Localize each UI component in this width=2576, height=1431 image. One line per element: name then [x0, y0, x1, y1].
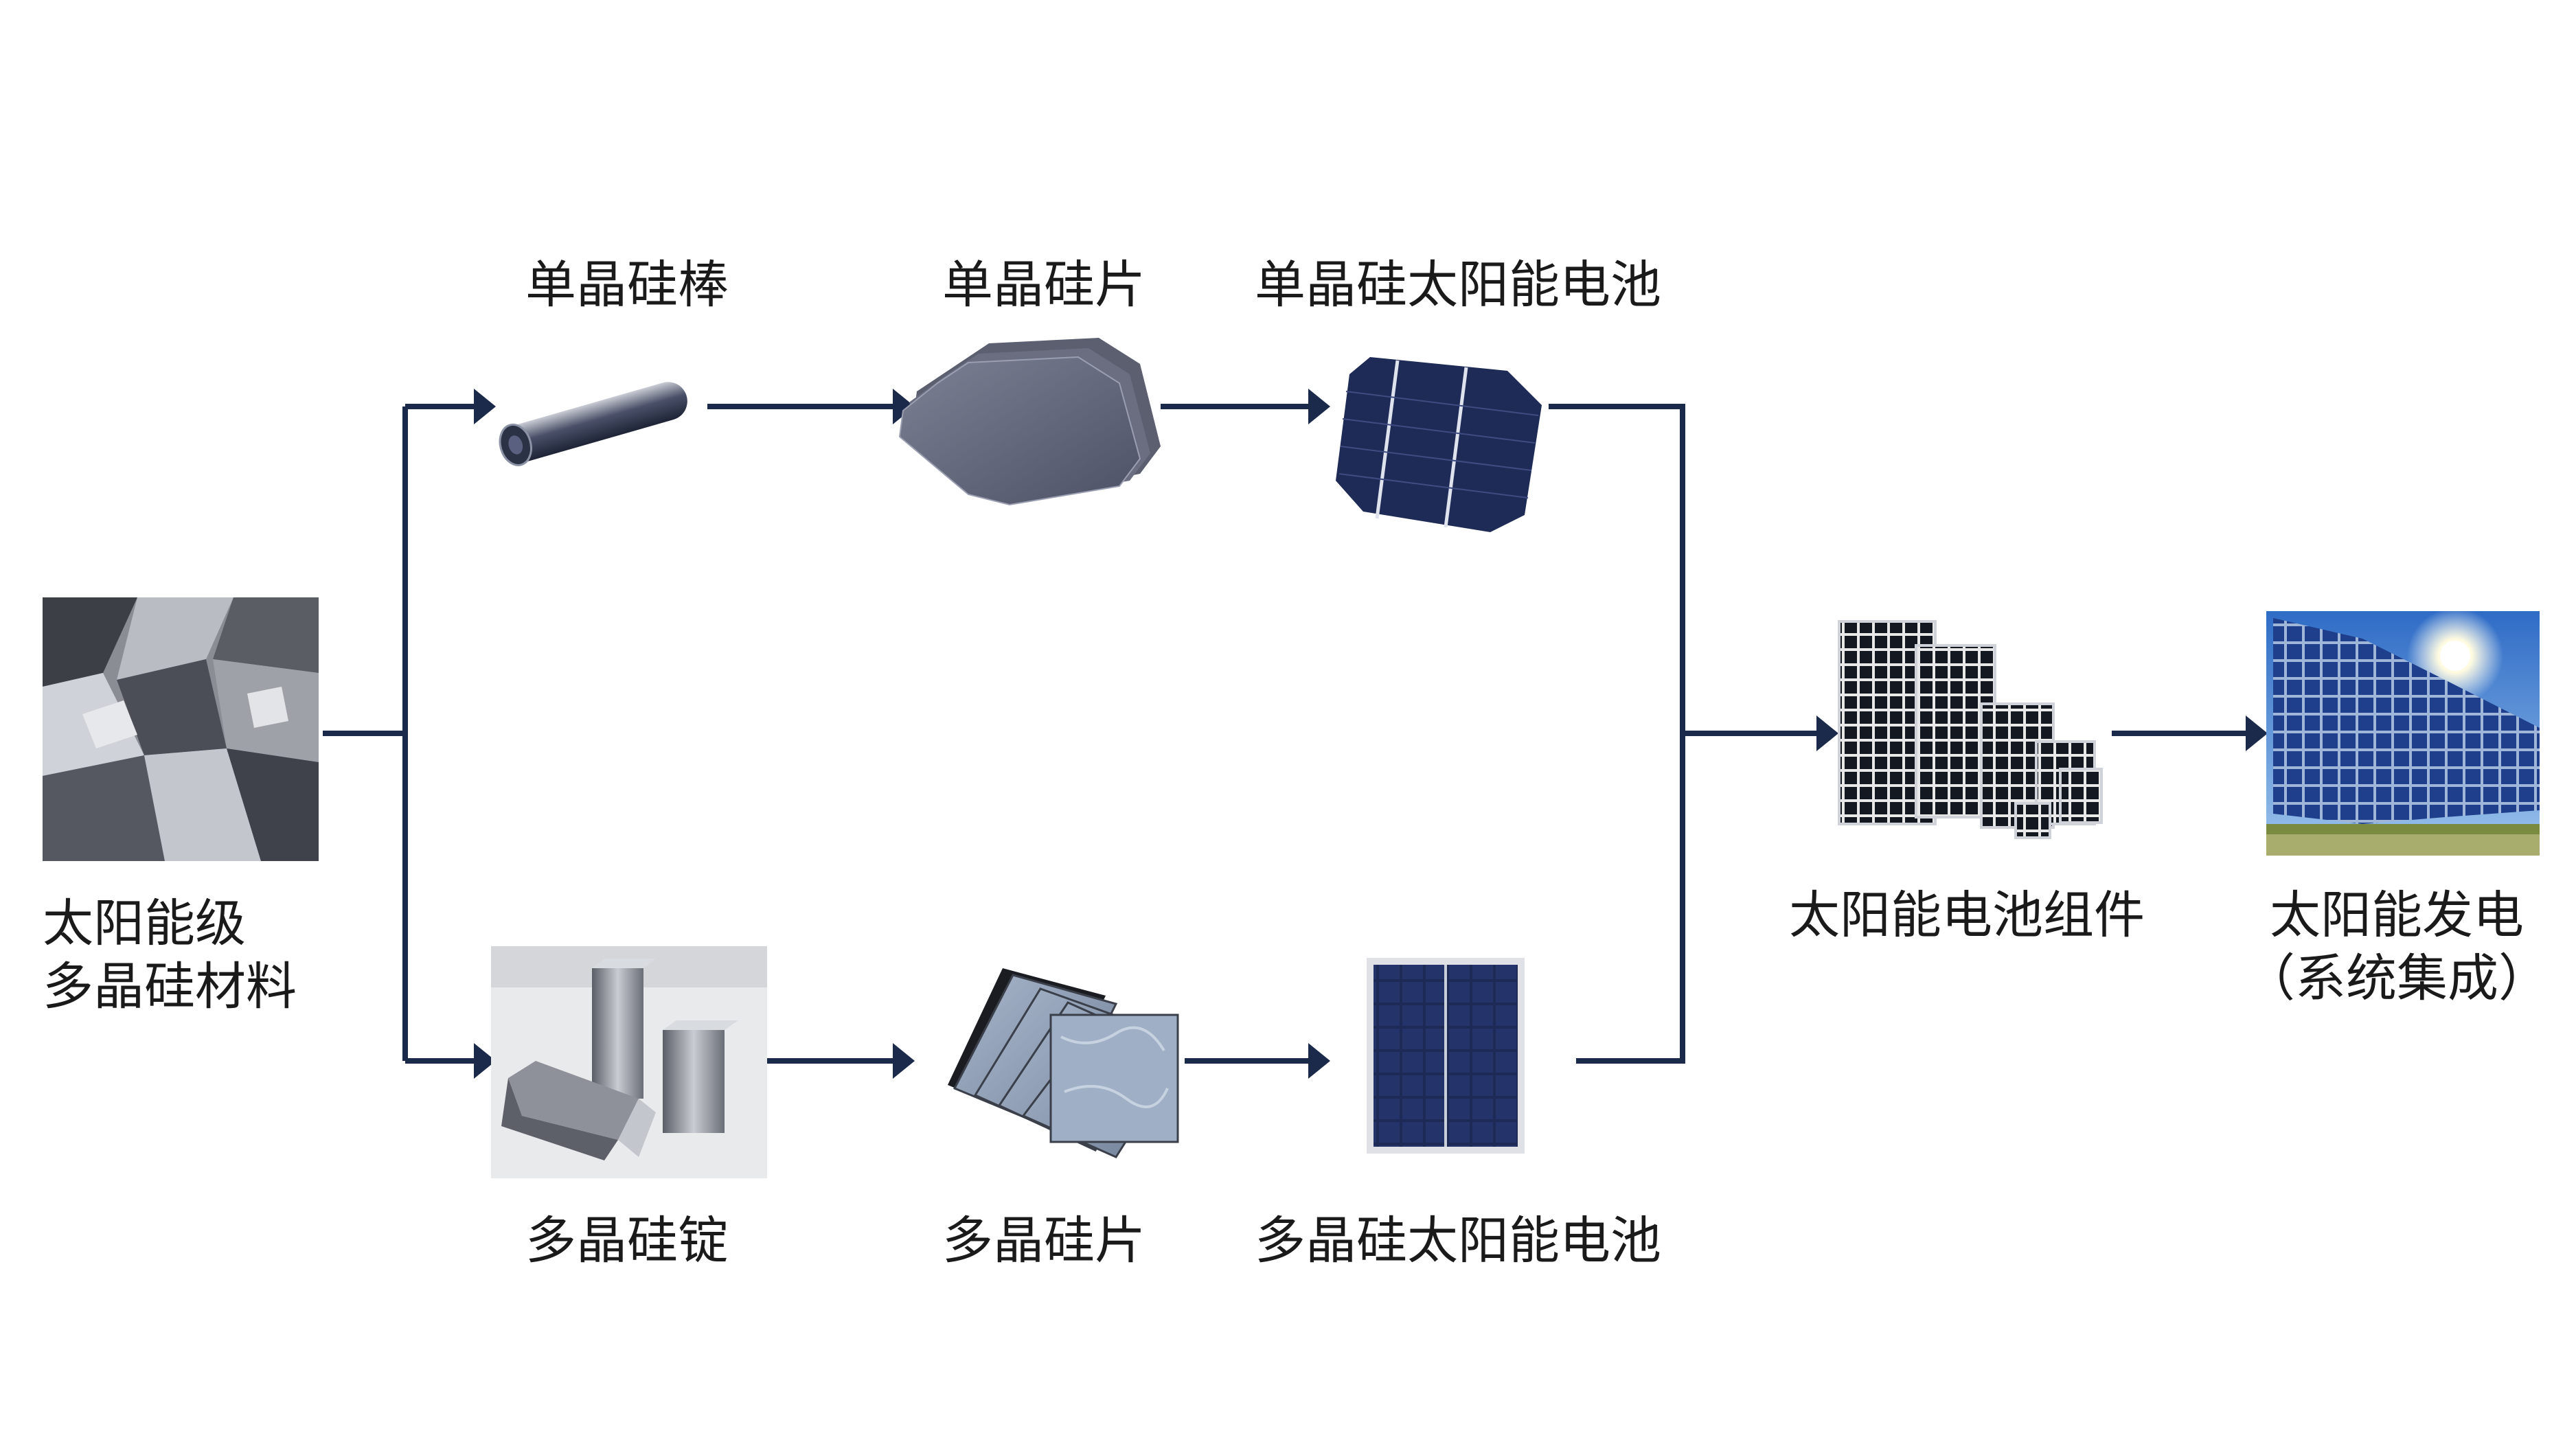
multi-silicon-ingot-image	[491, 946, 767, 1178]
mono-wafer-label: 单晶硅片	[942, 255, 1145, 314]
polysilicon-chunks-image	[43, 597, 319, 861]
mono-rod-label: 单晶硅棒	[525, 255, 729, 314]
power-label-line2: （系统集成）	[2244, 949, 2549, 1008]
arrow-head-mono-cell	[1308, 389, 1330, 424]
arrow-head-multi-ingot	[474, 1043, 496, 1079]
power-label-line1: 太阳能发电	[2270, 886, 2524, 945]
multi-silicon-wafer-image	[948, 968, 1179, 1158]
arrow-head-multi-wafer	[893, 1043, 915, 1079]
arrow-head-mono-rod	[474, 389, 496, 424]
mono-silicon-wafer-image	[898, 338, 1161, 506]
solar-power-photo	[2266, 608, 2540, 856]
arrow-head-mono-wafer	[893, 389, 915, 424]
multi-solar-cell-image	[1367, 958, 1525, 1154]
raw-material-label-line2: 多晶硅材料	[43, 957, 297, 1016]
multi-ingot-label: 多晶硅锭	[525, 1211, 729, 1270]
mono-silicon-rod-image	[499, 382, 687, 466]
arrow-head-power	[2246, 716, 2268, 751]
solar-modules-image	[1838, 620, 2103, 839]
mono-cell-to-merge-line	[1549, 404, 1685, 1064]
arrow-head-module	[1816, 716, 1838, 751]
mono-solar-cell-image	[1336, 357, 1542, 532]
multi-cell-label: 多晶硅太阳能电池	[1255, 1211, 1661, 1270]
mono-cell-label: 单晶硅太阳能电池	[1255, 255, 1661, 314]
raw-material-label-line1: 太阳能级	[43, 894, 246, 953]
arrow-head-multi-cell	[1308, 1043, 1330, 1079]
multi-wafer-label: 多晶硅片	[942, 1211, 1145, 1270]
arrow-heads	[474, 389, 2268, 1079]
connector-lines	[323, 404, 2246, 1064]
module-label: 太阳能电池组件	[1789, 886, 2145, 945]
